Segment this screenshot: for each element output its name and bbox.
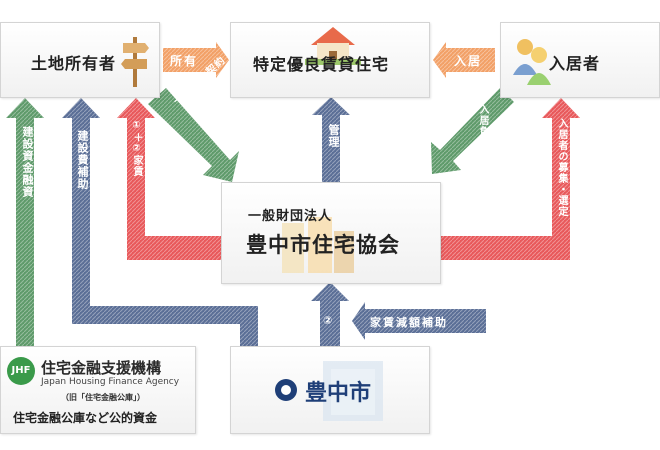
association-sub-label: 一般財団法人: [248, 209, 333, 224]
jhf-former-name: （旧「住宅金融公庫」）: [61, 393, 145, 402]
building-icon: [323, 361, 383, 421]
housing-box: 特定優良賃貸住宅: [230, 22, 430, 98]
city-label: 豊中市: [305, 381, 372, 406]
own-arrow: [163, 42, 229, 78]
manage-arrow: [312, 97, 350, 183]
signpost-icon: [121, 37, 149, 87]
jhf-caption: 住宅金融公庫など公的資金: [13, 411, 158, 425]
city-emblem-icon: [275, 379, 297, 401]
construction-finance-arrow: [6, 98, 44, 346]
rent-subsidy-arrow: [311, 282, 486, 346]
rent-arrow: [117, 98, 221, 260]
rent-subsidy-number: ②: [323, 314, 335, 327]
manage-label: 管理: [327, 124, 340, 148]
move-in-label: 入居: [454, 54, 483, 68]
own-label: 所有: [170, 54, 199, 68]
rent-label: ①＋②家賃: [131, 120, 142, 177]
housing-label: 特定優良賃貸住宅: [253, 55, 390, 74]
lease-arrow: [148, 88, 239, 182]
tenant-burden-arrow: [431, 88, 514, 174]
landowner-box: 土地所有者: [0, 22, 160, 98]
move-in-arrow: [433, 42, 495, 78]
recruit-label: 入居者の募集・選定: [556, 118, 567, 217]
resident-label: 入居者: [549, 54, 601, 73]
resident-box: 入居者: [500, 22, 660, 98]
house-icon: [305, 27, 361, 65]
association-box: 一般財団法人 豊中市住宅協会: [221, 182, 441, 284]
jhf-name: 住宅金融支援機構: [41, 359, 162, 377]
buildings-icon: [282, 217, 354, 273]
construction-subsidy-arrow: [62, 98, 258, 346]
jhf-logo-icon: JHF: [7, 357, 35, 385]
tenant-burden-label: ①入居負担額: [477, 92, 488, 159]
jhf-english-name: Japan Housing Finance Agency: [41, 377, 180, 387]
jhf-box: JHF 住宅金融支援機構 Japan Housing Finance Agenc…: [0, 346, 196, 434]
construction-subsidy-label: 建設費補助: [76, 130, 89, 190]
recruit-arrow: [441, 98, 580, 260]
rent-subsidy-label: 家賃減額補助: [370, 316, 448, 329]
people-icon: [513, 39, 551, 85]
landowner-label: 土地所有者: [31, 54, 117, 73]
city-box: 豊中市: [230, 346, 430, 434]
construction-finance-label: 建設資金融資: [21, 126, 34, 198]
association-name-label: 豊中市住宅協会: [246, 233, 400, 257]
